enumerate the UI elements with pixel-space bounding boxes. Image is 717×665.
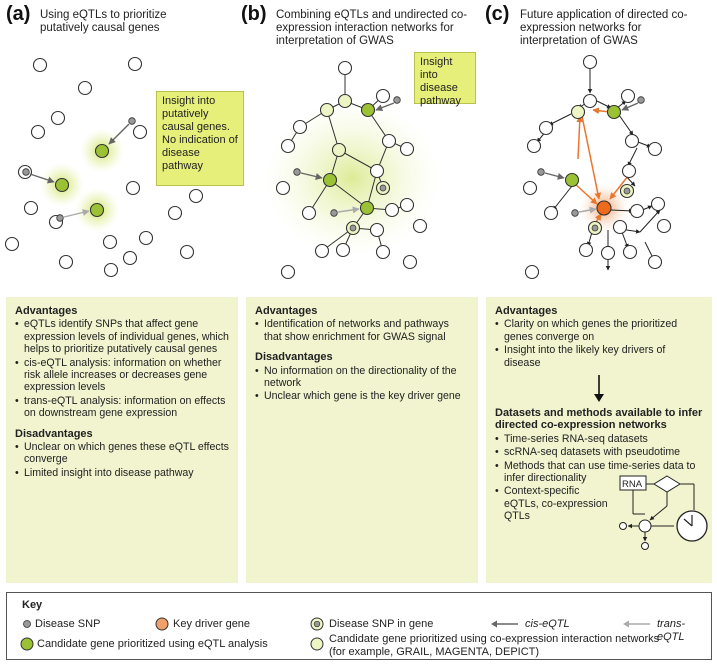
panel-c-advantages-heading: Advantages	[495, 305, 558, 317]
list-item: Insight into the likely key drivers of d…	[495, 344, 703, 369]
panel-a-textbox: Advantages eQTLs identify SNPs that affe…	[6, 297, 238, 583]
regulation-mini-diagram: RNA	[619, 475, 708, 550]
key-key-driver: Key driver gene	[173, 618, 251, 630]
list-item: Unclear on which genes these eQTL effect…	[15, 441, 229, 466]
panel-c-methods-heading: Datasets and methods available to infer …	[495, 407, 703, 432]
list-item: Methods that can use time-series data to…	[495, 460, 699, 485]
panel-b-disadvantages-list: No information on the directionality of …	[255, 365, 469, 404]
key-title: Key	[22, 599, 43, 611]
panel-c-textbox: Advantages Clarity on which genes the pr…	[486, 297, 712, 583]
panel-a-disadvantages-heading: Disadvantages	[15, 427, 93, 440]
list-item: Identification of networks and pathways …	[255, 318, 469, 343]
panel-b-advantages-list: Identification of networks and pathways …	[255, 318, 469, 343]
disease-snp-icon	[23, 620, 31, 628]
panel-b-title: Combining eQTLs and undirected co-expres…	[276, 9, 468, 47]
panel-a-disadvantages-list: Unclear on which genes these eQTL effect…	[15, 441, 229, 480]
list-item: trans-eQTL analysis: information on effe…	[15, 395, 229, 420]
key-candidate-coexp: Candidate gene prioritized using co-expr…	[329, 633, 660, 658]
cis-arrow-icon	[491, 620, 518, 628]
panel-a-advantages-heading: Advantages	[15, 305, 78, 317]
panel-b-label: (b)	[241, 3, 267, 25]
diamond-icon	[653, 475, 681, 493]
panel-a-label: (a)	[6, 3, 31, 25]
panel-b-insight-box: Insight into disease pathway	[414, 52, 476, 107]
list-item: Unclear which gene is the key driver gen…	[255, 390, 469, 403]
snp-in-gene-icon	[310, 617, 324, 631]
panel-c-methods-list: Time-series RNA-seq datasets scRNA-seq d…	[495, 433, 695, 523]
panel-a-title: Using eQTLs to prioritize putatively cau…	[40, 9, 167, 34]
list-item: No information on the directionality of …	[255, 365, 469, 390]
panel-b-textbox: Advantages Identification of networks an…	[246, 297, 478, 583]
panel-c-label: (c)	[485, 3, 510, 25]
list-item: Time-series RNA-seq datasets	[495, 433, 704, 446]
panel-b-disadvantages-heading: Disadvantages	[255, 351, 333, 364]
key-cis-eqtl: cis-eQTL	[525, 618, 570, 630]
panel-a-advantages-list: eQTLs identify SNPs that affect gene exp…	[15, 318, 229, 419]
list-item: Limited insight into disease pathway	[15, 467, 229, 480]
key-snp-in-gene: Disease SNP in gene	[329, 618, 434, 630]
panel-c-network	[522, 54, 672, 280]
candidate-eqtl-icon	[20, 637, 34, 651]
panel-c-title: Future application of directed co-expres…	[520, 9, 688, 47]
trans-arrow-icon	[623, 620, 650, 628]
list-item: Clarity on which genes the prioritized g…	[495, 318, 703, 343]
down-arrow-spacer	[495, 373, 703, 407]
panel-a-insight-box: Insight into putatively causal genes. No…	[156, 91, 244, 186]
key-disease-snp: Disease SNP	[35, 618, 101, 630]
panel-c-advantages-list: Clarity on which genes the prioritized g…	[495, 318, 703, 369]
panel-a-network	[4, 56, 204, 278]
down-arrow-icon	[594, 375, 604, 403]
panel-b-advantages-heading: Advantages	[255, 305, 318, 317]
candidate-coexp-icon	[310, 637, 324, 651]
key-box: Key Disease SNP Key driver gene Disease …	[6, 592, 712, 660]
network-diagrams	[4, 54, 672, 280]
key-trans-eqtl: trans-eQTL	[657, 618, 686, 643]
key-candidate-eqtl: Candidate gene prioritized using eQTL an…	[37, 638, 268, 650]
gene-node	[638, 519, 652, 533]
list-item: Context-specific eQTLs, co-expression QT…	[495, 485, 614, 522]
list-item: cis-eQTL analysis: information on whethe…	[15, 357, 229, 394]
panel-b-network	[264, 60, 440, 280]
rna-label: RNA	[622, 479, 643, 490]
list-item: scRNA-seq datasets with pseudotime	[495, 446, 704, 459]
key-driver-icon	[155, 617, 169, 631]
list-item: eQTLs identify SNPs that affect gene exp…	[15, 318, 229, 355]
